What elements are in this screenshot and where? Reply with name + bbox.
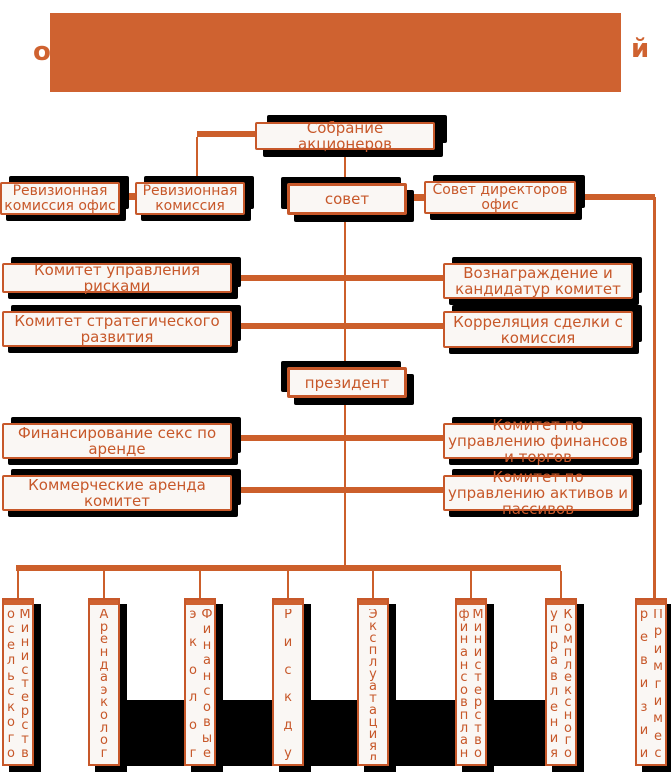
connector-line <box>344 150 346 183</box>
president-box: президент <box>287 367 407 398</box>
lease-financing-committee-box: Финансирование секс по аренде <box>2 423 232 459</box>
connector-line <box>653 197 656 600</box>
department-box-cap <box>90 600 118 605</box>
title-band <box>50 13 621 92</box>
audit-commission-box: Ревизионная комиссия <box>135 182 245 215</box>
department-box: Эксплуатацияду <box>357 598 389 766</box>
connector-line <box>120 193 135 200</box>
connector-line <box>232 275 443 281</box>
connector-line <box>576 194 655 200</box>
department-label-column: Эксплуатацияду <box>368 609 378 760</box>
connector-line <box>232 435 443 441</box>
connector-line <box>197 131 255 137</box>
department-box-cap <box>359 600 387 605</box>
connector-line <box>199 571 201 598</box>
connector-line <box>372 571 374 598</box>
title-fragment-left: о <box>33 37 51 67</box>
remuneration-committee-box: Вознаграждение и кандидатур комитет <box>443 263 633 299</box>
connector-line <box>407 194 424 201</box>
department-box-cap <box>637 600 665 605</box>
risk-management-committee-box: Комитет управления рисками <box>2 262 232 294</box>
commercial-lease-committee-box: Коммерческие аренда комитет <box>2 475 232 511</box>
assets-liabilities-committee-box: Комитет по управлению активов и пассивов <box>443 469 633 517</box>
department-box-cap <box>274 600 302 605</box>
connector-line <box>287 571 289 598</box>
department-box-cap <box>457 600 485 605</box>
connector-line <box>196 137 198 182</box>
finance-trade-management-committee-box: Комитет по управлению финансов и торгов <box>443 417 633 465</box>
connector-line <box>232 323 443 329</box>
connector-line <box>232 487 443 493</box>
department-box-cap <box>4 600 32 605</box>
title-fragment-right: й <box>631 34 650 64</box>
correlation-deals-committee-box: Корреляция сделки с комиссия <box>443 311 633 348</box>
connector-line <box>16 565 561 571</box>
audit-commission-office-box: Ревизионная комиссия офис <box>0 182 120 215</box>
department-box-cap <box>547 600 575 605</box>
board-box: совет <box>287 183 407 215</box>
department-box-cap <box>186 600 214 605</box>
shareholders-meeting-box: Собрание акционеров <box>255 120 435 152</box>
connector-line <box>560 571 562 598</box>
connector-line <box>470 571 472 598</box>
connector-line <box>17 571 19 598</box>
connector-line <box>103 571 105 598</box>
board-of-directors-office-box: Совет директоров офис <box>424 181 576 214</box>
strategic-development-committee-box: Комитет стратегического развития <box>2 311 232 347</box>
